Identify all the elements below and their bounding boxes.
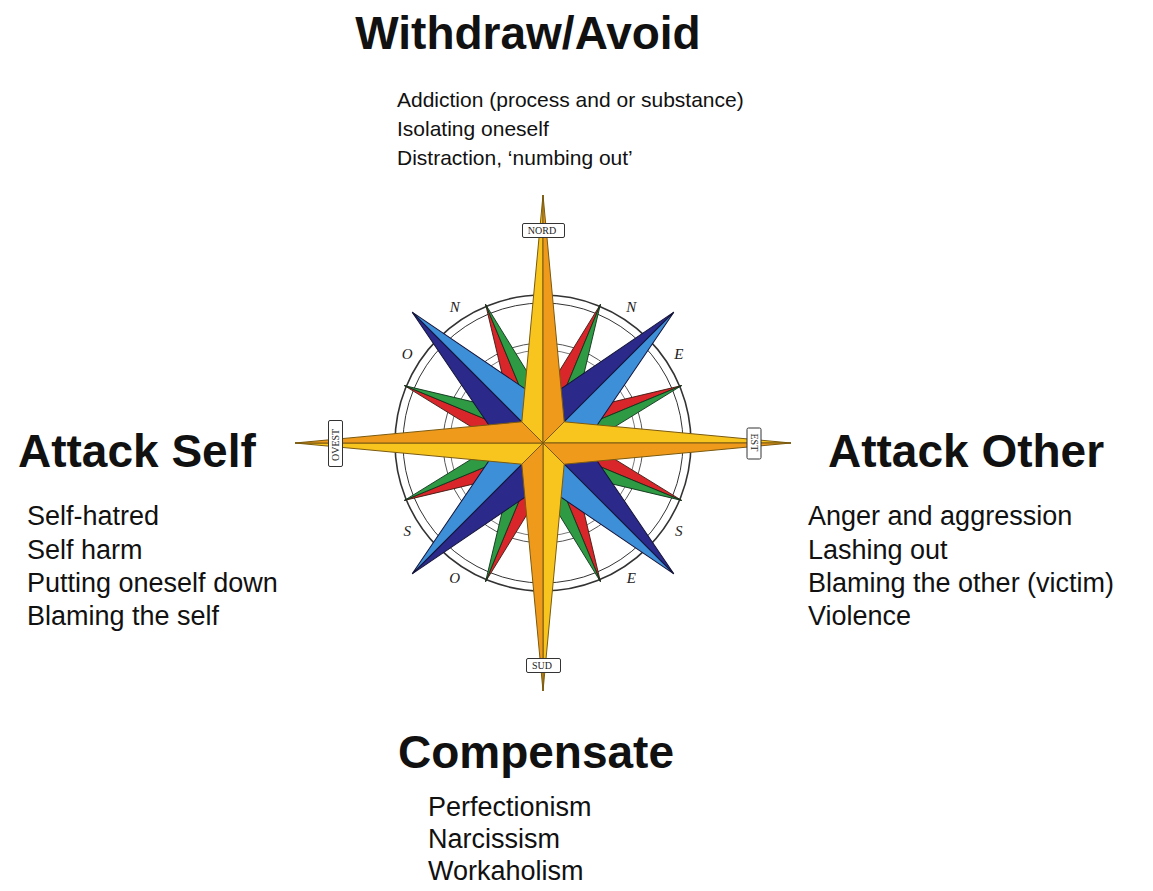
behaviour-item: Isolating oneself [397, 117, 549, 141]
behaviour-item: Putting oneself down [27, 568, 278, 599]
compass-banner: NORD [522, 223, 565, 238]
direction-heading: Attack Other [828, 425, 1104, 478]
compass-letter: S [402, 524, 412, 539]
compass-letter: O [401, 347, 414, 362]
behaviour-item: Anger and aggression [808, 501, 1072, 532]
banner-text: EST [749, 433, 760, 453]
compass-letter: E [673, 347, 684, 362]
behaviour-item: Narcissism [428, 824, 560, 855]
behaviour-item: Workaholism [428, 856, 584, 887]
direction-heading: Withdraw/Avoid [355, 7, 700, 60]
direction-heading: Attack Self [18, 425, 256, 478]
compass-letter: N [449, 300, 461, 315]
compass-letter: E [626, 571, 637, 586]
behaviour-item: Distraction, ‘numbing out’ [397, 146, 633, 170]
compass-banner: OVEST [328, 420, 343, 467]
behaviour-item: Addiction (process and or substance) [397, 88, 744, 112]
behaviour-item: Violence [808, 601, 911, 632]
direction-heading: Compensate [398, 726, 674, 779]
behaviour-item: Lashing out [808, 535, 948, 566]
behaviour-item: Self harm [27, 535, 143, 566]
behaviour-item: Blaming the self [27, 601, 219, 632]
compass-letter: O [448, 571, 461, 586]
compass-banner: EST [747, 427, 762, 459]
compass-banner: SUD [526, 658, 561, 673]
behaviour-item: Blaming the other (victim) [808, 568, 1114, 599]
banner-text: SUD [532, 660, 555, 671]
banner-text: NORD [528, 225, 559, 236]
compass-letter: S [674, 524, 684, 539]
banner-text: OVEST [330, 426, 341, 461]
behaviour-item: Perfectionism [428, 792, 592, 823]
behaviour-item: Self-hatred [27, 501, 159, 532]
compass-letter: N [625, 300, 637, 315]
